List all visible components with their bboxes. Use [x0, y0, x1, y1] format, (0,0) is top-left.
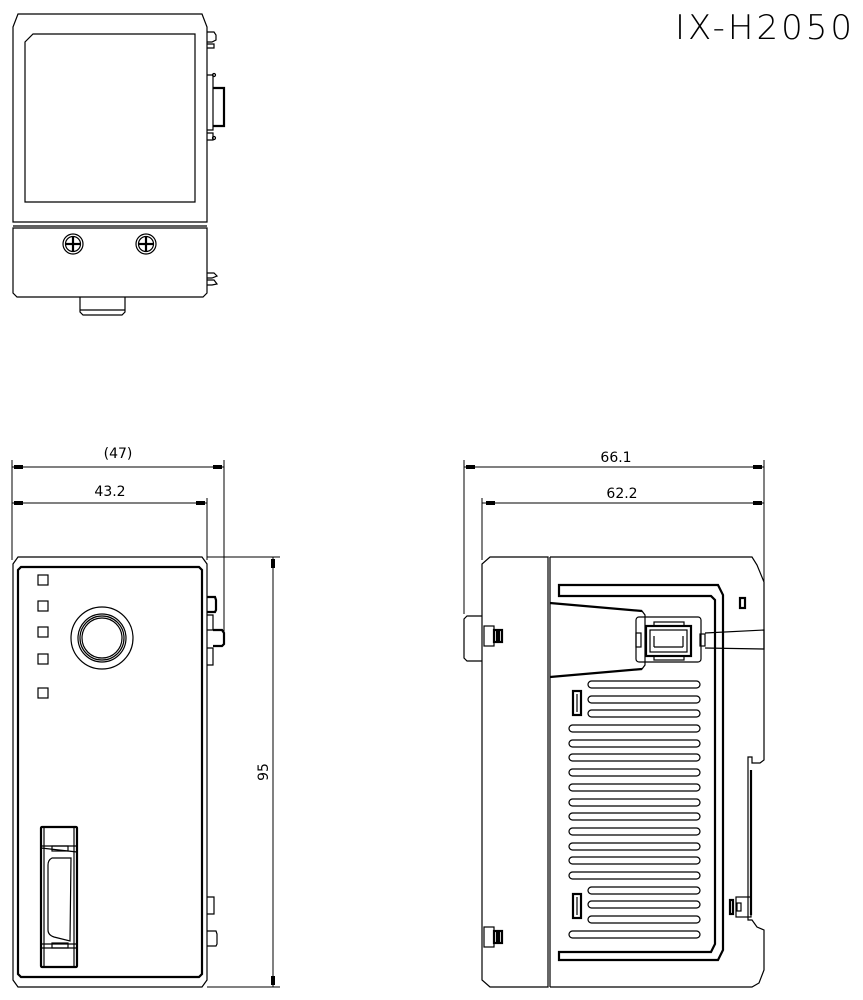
dimension-height: 95 — [207, 556, 280, 988]
dsub-connector-icon — [39, 825, 79, 969]
screw-side-icon — [483, 625, 504, 647]
connector-icon — [635, 616, 706, 663]
dim-label-overall-width: (47) — [104, 446, 133, 462]
led-icon — [37, 687, 49, 699]
dim-label-height: 95 — [256, 763, 272, 781]
dim-label-overall-depth: 66.1 — [600, 450, 631, 466]
side-view: 66.1 62.2 — [463, 450, 765, 988]
led-icon — [37, 574, 49, 586]
dimension-overall-depth: 66.1 — [463, 450, 765, 614]
screw-icon — [135, 233, 157, 255]
screw-side-icon — [483, 926, 504, 948]
screw-icon — [62, 233, 84, 255]
led-icon — [37, 600, 49, 612]
round-button-icon — [70, 606, 134, 670]
vent-slots — [568, 680, 701, 939]
dimension-overall-width: (47) — [11, 446, 225, 632]
din-clip-icon — [728, 896, 752, 918]
dim-label-body-depth: 62.2 — [606, 486, 637, 502]
top-view — [12, 13, 226, 316]
model-title: IX-H2050 — [675, 8, 855, 48]
led-indicators — [37, 574, 49, 699]
dim-label-body-width: 43.2 — [94, 484, 125, 500]
led-icon — [37, 653, 49, 665]
dimension-body-depth: 62.2 — [481, 486, 764, 560]
front-view: (47) 43.2 95 — [11, 446, 280, 988]
led-icon — [37, 626, 49, 638]
dimension-body-width: 43.2 — [12, 484, 208, 560]
